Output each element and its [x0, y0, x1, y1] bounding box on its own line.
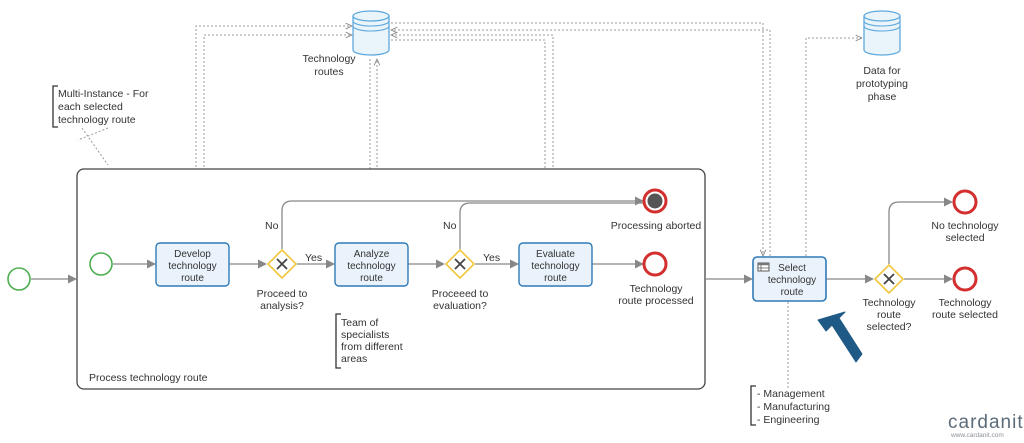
- end-processed-label-2: route processed: [618, 295, 693, 307]
- association-select-to-prototyping: [805, 38, 862, 256]
- association-select-to-routes: [391, 30, 771, 256]
- callout-arrow-icon: [817, 311, 863, 363]
- task-select-label-1: Select: [778, 263, 806, 274]
- flow-gateway2-to-aborted: [459, 202, 643, 249]
- select-gateway-label-3: selected?: [867, 321, 912, 333]
- task-analyze-label-2: technology: [347, 261, 395, 272]
- gateway1-label-2: analysis?: [260, 300, 304, 312]
- end-aborted-label: Processing aborted: [611, 220, 702, 232]
- annotation-departments[interactable]: - Management - Manufacturing - Engineeri…: [750, 385, 830, 426]
- brand-logo: cardanit: [948, 412, 1024, 433]
- business-rule-icon: [757, 262, 770, 272]
- annotation-departments-line-1: - Management: [757, 388, 825, 400]
- annotation-team-line-4: areas: [341, 353, 367, 365]
- task-evaluate-label-1: Evaluate: [536, 249, 575, 260]
- task-analyze[interactable]: Analyze technology route: [334, 242, 409, 287]
- datastore-prototyping-label-1: Data for: [863, 65, 901, 77]
- datastore-prototyping[interactable]: [863, 10, 901, 56]
- final-none-label-1: No technology: [931, 220, 999, 232]
- flow-gateway1-to-aborted: [281, 196, 644, 249]
- annotation-team-line-3: from different: [341, 341, 403, 353]
- select-gateway-label-2: route: [877, 309, 901, 321]
- task-develop[interactable]: Develop technology route: [155, 242, 230, 287]
- gateway1-no-label: No: [265, 220, 279, 232]
- gateway2-label-1: Proceeed to: [432, 288, 489, 300]
- task-develop-label-3: route: [181, 273, 204, 284]
- association-routes-to-select: [391, 22, 763, 256]
- end-event-no-selection[interactable]: [952, 189, 978, 215]
- end-event-route-selected[interactable]: [952, 266, 978, 292]
- task-analyze-label-3: route: [360, 273, 383, 284]
- annotation-multi-instance-line-1: Multi-Instance - For: [58, 88, 149, 100]
- end-event-processed[interactable]: [642, 251, 668, 277]
- task-evaluate-label-3: route: [544, 273, 567, 284]
- task-evaluate[interactable]: Evaluate technology route: [518, 242, 593, 287]
- task-analyze-label-1: Analyze: [354, 249, 390, 260]
- end-processed-label-1: Technology: [629, 283, 683, 295]
- exclusive-x-icon: [883, 273, 895, 285]
- task-develop-label-2: technology: [168, 261, 216, 272]
- datastore-prototyping-label-3: phase: [868, 91, 897, 103]
- gateway-to-evaluation[interactable]: [444, 248, 476, 280]
- datastore-routes-label-2: routes: [314, 66, 343, 78]
- gateway2-label-2: evaluation?: [433, 300, 487, 312]
- annotation-team-line-1: Team of: [341, 317, 378, 329]
- annotation-multi-instance-line-3: technology route: [58, 114, 136, 126]
- subprocess-start-event[interactable]: [89, 252, 113, 276]
- datastore-routes-label-1: Technology: [302, 53, 356, 65]
- gateway-route-selected[interactable]: [873, 263, 905, 295]
- datastore-technology-routes[interactable]: [352, 10, 390, 56]
- subprocess-label: Process technology route: [89, 372, 208, 384]
- final-selected-label-1: Technology: [938, 297, 992, 309]
- task-develop-label-1: Develop: [174, 249, 211, 260]
- task-select-label-2: technology: [768, 275, 816, 286]
- gateway1-label-1: Proceed to: [257, 288, 308, 300]
- annotation-multi-instance-line-2: each selected: [58, 101, 123, 113]
- annotation-team[interactable]: Team of specialists from different areas: [335, 313, 403, 369]
- multi-instance-connector: [81, 127, 109, 166]
- gateway2-yes-label: Yes: [483, 252, 500, 264]
- gateway-to-analysis[interactable]: [266, 248, 298, 280]
- annotation-team-line-2: specialists: [341, 329, 389, 341]
- annotation-connector: [77, 127, 109, 141]
- annotation-departments-line-3: - Engineering: [757, 414, 820, 426]
- exclusive-x-icon: [276, 258, 288, 270]
- gateway2-no-label: No: [443, 220, 457, 232]
- brand-url: www.cardanit.com: [950, 432, 1004, 439]
- start-event[interactable]: [7, 267, 31, 291]
- final-selected-label-2: route selected: [932, 309, 998, 321]
- task-select[interactable]: Select technology route: [752, 256, 827, 302]
- gateway1-yes-label: Yes: [305, 252, 322, 264]
- exclusive-x-icon: [454, 258, 466, 270]
- sequence-flows: [31, 196, 953, 284]
- annotation-departments-line-2: - Manufacturing: [757, 401, 830, 413]
- select-gateway-label-1: Technology: [862, 297, 916, 309]
- terminate-marker: [647, 193, 663, 209]
- annotation-multi-instance[interactable]: Multi-Instance - For each selected techn…: [52, 85, 149, 128]
- datastore-prototyping-label-2: prototyping: [856, 78, 908, 90]
- flow-gateway-to-none: [888, 197, 953, 264]
- task-evaluate-label-2: technology: [531, 261, 579, 272]
- final-none-label-2: selected: [945, 232, 984, 244]
- task-select-label-3: route: [781, 287, 804, 298]
